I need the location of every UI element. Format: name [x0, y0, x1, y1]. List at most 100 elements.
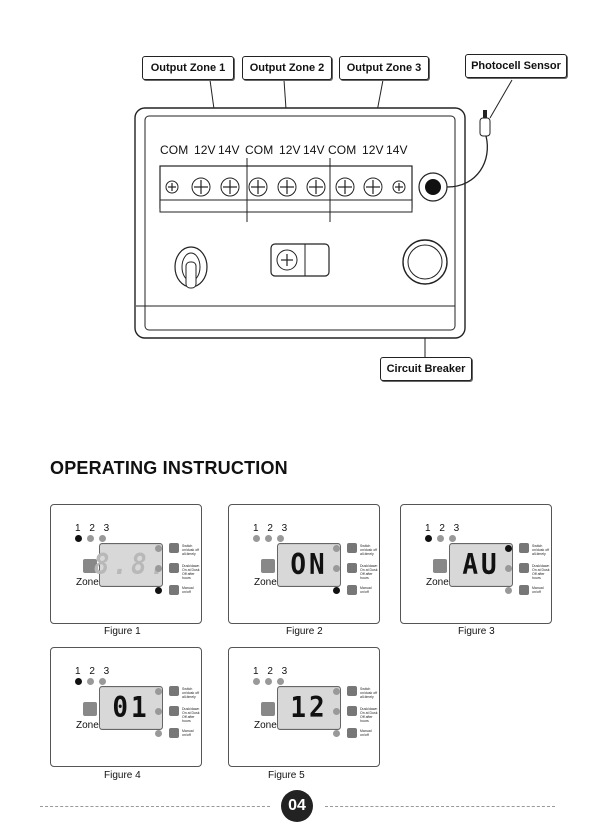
- terminal-label: COM: [328, 143, 357, 157]
- terminal-label: 14V: [218, 143, 240, 157]
- mode-button[interactable]: [169, 686, 179, 696]
- zone-numbers: 1 2 3: [253, 666, 291, 677]
- zone-button[interactable]: [261, 559, 275, 573]
- mode-text: Switch on/dusk off all-timely: [182, 544, 200, 556]
- segment-display: 8.8.: [94, 543, 165, 587]
- mode-button[interactable]: [347, 563, 357, 573]
- wiring-diagram: [134, 79, 513, 357]
- footer-divider-left: [40, 806, 270, 807]
- zone-button[interactable]: [433, 559, 447, 573]
- terminal-label: 12V: [194, 143, 216, 157]
- mode-indicator-led: [333, 587, 340, 594]
- zone-indicator-led: [99, 535, 106, 542]
- zone-button[interactable]: [83, 559, 97, 573]
- terminal-label: 14V: [386, 143, 408, 157]
- mode-text: Switch on/dusk off all-timely: [182, 687, 200, 699]
- terminal-label: COM: [160, 143, 189, 157]
- mode-text: Dusk/dawn On at Dusk Off after hours: [360, 564, 378, 580]
- zone-indicator-led: [87, 535, 94, 542]
- zone-label: Zone: [254, 720, 277, 731]
- segment-display: AU: [449, 543, 513, 587]
- mode-indicator-led: [155, 730, 162, 737]
- output-zone-3-callout: Output Zone 3: [339, 56, 429, 80]
- mode-button[interactable]: [169, 543, 179, 553]
- mode-text: Manual on/off: [532, 586, 544, 594]
- mode-button[interactable]: [169, 563, 179, 573]
- mode-text: Dusk/dawn On at Dusk Off after hours: [182, 564, 200, 580]
- mode-indicator-led: [155, 587, 162, 594]
- zone-indicator-led: [99, 678, 106, 685]
- mode-indicator-led: [333, 688, 340, 695]
- figure-caption: Figure 5: [268, 770, 305, 781]
- mode-indicator-led: [155, 545, 162, 552]
- terminal-label: 14V: [303, 143, 325, 157]
- mode-indicator-led: [505, 587, 512, 594]
- zone-numbers: 1 2 3: [425, 523, 463, 534]
- segment-display: 01: [99, 686, 163, 730]
- mode-text: Switch on/dusk off all-timely: [360, 687, 378, 699]
- zone-label: Zone: [76, 720, 99, 731]
- zone-indicator-led: [87, 678, 94, 685]
- mode-button[interactable]: [169, 706, 179, 716]
- zone-button[interactable]: [83, 702, 97, 716]
- mode-indicator-led: [155, 708, 162, 715]
- mode-button[interactable]: [347, 585, 357, 595]
- terminal-label: 12V: [362, 143, 384, 157]
- mode-button[interactable]: [169, 728, 179, 738]
- mode-button[interactable]: [347, 728, 357, 738]
- mode-indicator-led: [333, 565, 340, 572]
- segment-display: 12: [277, 686, 341, 730]
- segment-display: ON: [277, 543, 341, 587]
- zone-numbers: 1 2 3: [253, 523, 291, 534]
- zone-indicator-led: [449, 535, 456, 542]
- page-number: 04: [281, 790, 313, 822]
- mode-indicator-led: [505, 545, 512, 552]
- mode-indicator-led: [155, 688, 162, 695]
- zone-indicator-led: [425, 535, 432, 542]
- mode-text: Dusk/dawn On at Dusk Off after hours: [532, 564, 550, 580]
- mode-button[interactable]: [347, 543, 357, 553]
- mode-text: Dusk/dawn On at Dusk Off after hours: [182, 707, 200, 723]
- mode-text: Manual on/off: [360, 586, 372, 594]
- photocell-sensor-callout: Photocell Sensor: [465, 54, 567, 78]
- zone-label: Zone: [426, 577, 449, 588]
- figure-caption: Figure 2: [286, 626, 323, 637]
- output-zone-1-callout: Output Zone 1: [142, 56, 234, 80]
- circuit-breaker-callout: Circuit Breaker: [380, 357, 472, 381]
- output-zone-2-callout: Output Zone 2: [242, 56, 332, 80]
- zone-indicator-led: [265, 678, 272, 685]
- mode-indicator-led: [333, 730, 340, 737]
- mode-button[interactable]: [347, 706, 357, 716]
- terminal-label: 12V: [279, 143, 301, 157]
- figure-caption: Figure 1: [104, 626, 141, 637]
- zone-label: Zone: [254, 577, 277, 588]
- mode-button[interactable]: [519, 563, 529, 573]
- mode-indicator-led: [155, 565, 162, 572]
- zone-indicator-led: [277, 678, 284, 685]
- mode-button[interactable]: [169, 585, 179, 595]
- zone-indicator-led: [75, 535, 82, 542]
- mode-indicator-led: [505, 565, 512, 572]
- footer-divider-right: [325, 806, 555, 807]
- mode-button[interactable]: [519, 585, 529, 595]
- mode-text: Dusk/dawn On at Dusk Off after hours: [360, 707, 378, 723]
- mode-text: Manual on/off: [182, 586, 194, 594]
- figure-caption: Figure 3: [458, 626, 495, 637]
- mode-text: Manual on/off: [182, 729, 194, 737]
- zone-numbers: 1 2 3: [75, 666, 113, 677]
- zone-indicator-led: [277, 535, 284, 542]
- zone-indicator-led: [437, 535, 444, 542]
- terminal-label: COM: [245, 143, 274, 157]
- mode-button[interactable]: [519, 543, 529, 553]
- zone-button[interactable]: [261, 702, 275, 716]
- zone-indicator-led: [253, 535, 260, 542]
- mode-button[interactable]: [347, 686, 357, 696]
- mode-text: Switch on/dusk off all-timely: [360, 544, 378, 556]
- zone-indicator-led: [75, 678, 82, 685]
- mode-indicator-led: [333, 708, 340, 715]
